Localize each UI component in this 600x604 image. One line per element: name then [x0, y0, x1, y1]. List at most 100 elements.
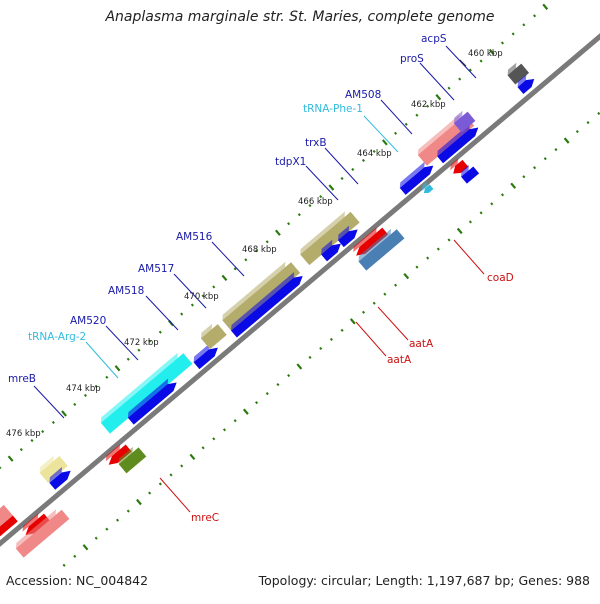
leader-proS — [419, 62, 455, 101]
leader-AM518 — [145, 295, 179, 331]
label-tRNA-Phe: tRNA-Phe-1 — [303, 103, 363, 115]
tick-mark — [308, 204, 312, 208]
gene-AM517 — [200, 323, 227, 350]
scale-label-470: 470 kbp — [184, 292, 219, 302]
tick-mark — [403, 272, 410, 280]
tick-mark — [265, 392, 269, 396]
gene-coaD-blue — [461, 164, 480, 184]
tick-mark — [404, 122, 408, 126]
leader-460 — [459, 59, 467, 67]
tick-mark — [319, 346, 323, 350]
leader-coaD — [453, 239, 485, 275]
tick-mark — [456, 227, 463, 235]
scale-label-460: 460 kbp — [468, 49, 503, 59]
accession-text: Accession: NC_004842 — [6, 573, 149, 588]
tick-mark — [542, 3, 549, 10]
gene-acpS — [453, 110, 476, 133]
gene-right-arrow — [517, 74, 535, 95]
genes — [0, 62, 535, 564]
tick-mark — [276, 383, 280, 387]
scale-label-466: 466 kbp — [298, 197, 333, 207]
tick-mark — [19, 448, 23, 452]
tick-mark — [30, 439, 34, 443]
label-mreC: mreC — [191, 512, 219, 524]
gene-tRNA-Phe — [421, 181, 434, 194]
gene-AM518-arrow — [193, 343, 218, 370]
tick-mark — [190, 303, 194, 307]
leader-AM517 — [173, 273, 207, 309]
tick-mark — [351, 167, 355, 172]
tick-mark — [319, 195, 323, 199]
scale-label-476: 476 kbp — [6, 429, 41, 439]
tick-mark — [458, 77, 462, 81]
tick-mark — [426, 104, 430, 108]
tick-mark — [287, 222, 291, 226]
tick-mark — [265, 240, 269, 244]
tick-mark — [158, 330, 162, 334]
tick-mark — [415, 113, 419, 117]
map-title: Anaplasma marginale str. St. Maries, com… — [105, 9, 495, 25]
gene-aatA-red — [353, 227, 389, 256]
tick-mark — [554, 148, 558, 152]
tick-mark — [169, 473, 173, 477]
label-AM516: AM516 — [176, 231, 213, 243]
tick-mark — [275, 229, 281, 236]
label-acpS: acpS — [421, 33, 447, 45]
tick-mark — [296, 363, 303, 370]
tick-mark — [148, 339, 152, 343]
tick-mark — [116, 518, 120, 522]
tick-mark — [126, 357, 130, 361]
tick-mark — [221, 274, 228, 282]
leader-lines — [33, 45, 485, 513]
tick-mark — [126, 509, 130, 513]
tick-mark — [105, 375, 109, 379]
tick-mark — [73, 402, 77, 406]
tick-mark — [233, 267, 237, 271]
tick-mark — [468, 220, 472, 224]
tick-mark — [73, 554, 77, 558]
label-AM508: AM508 — [345, 89, 381, 101]
gene-mreB — [39, 455, 68, 483]
gene-AM516 — [222, 261, 301, 331]
tick-mark — [383, 292, 387, 296]
tick-mark — [83, 393, 87, 397]
tick-mark — [468, 68, 472, 72]
gene-tRNA-Arg-2 — [100, 352, 193, 434]
genome-summary-text: Topology: circular; Length: 1,197,687 bp… — [258, 573, 590, 588]
gene-aatA-steel — [358, 228, 405, 271]
leader-trxB — [324, 147, 359, 185]
gene-mreB-arrow — [49, 466, 71, 490]
tick-mark — [94, 536, 98, 540]
tick-mark — [349, 318, 356, 325]
gene-left-red-1 — [0, 513, 18, 564]
tick-mark — [137, 348, 141, 352]
leader-acpS — [445, 45, 477, 79]
gene-AM516-arrow — [231, 272, 303, 338]
gene-coaD-red — [450, 158, 469, 174]
scale-label-472: 472 kbp — [124, 338, 159, 348]
leader-tRNA-Arg — [85, 341, 119, 379]
tick-mark — [490, 202, 494, 206]
tick-mark — [242, 408, 249, 415]
tick-mark — [105, 527, 109, 531]
tick-mark — [372, 149, 376, 153]
scale-label-468: 468 kbp — [242, 245, 277, 255]
label-AM517: AM517 — [138, 263, 174, 275]
tick-mark — [597, 111, 600, 116]
tick-mark — [212, 285, 216, 289]
tick-mark — [340, 328, 344, 332]
tick-mark — [500, 41, 505, 45]
label-proS: proS — [400, 53, 424, 65]
scale-label-474: 474 kbp — [66, 384, 101, 394]
tick-mark — [244, 258, 248, 262]
tick-mark — [394, 283, 398, 287]
gene-tdpX1-arrow — [321, 239, 341, 262]
tick-mark — [287, 373, 291, 378]
tick-mark — [158, 482, 162, 486]
tick-mark — [148, 491, 152, 495]
gene-right-gray — [507, 62, 530, 85]
tick-mark — [0, 466, 2, 470]
tick-mark — [586, 120, 590, 125]
tick-mark — [233, 419, 237, 423]
